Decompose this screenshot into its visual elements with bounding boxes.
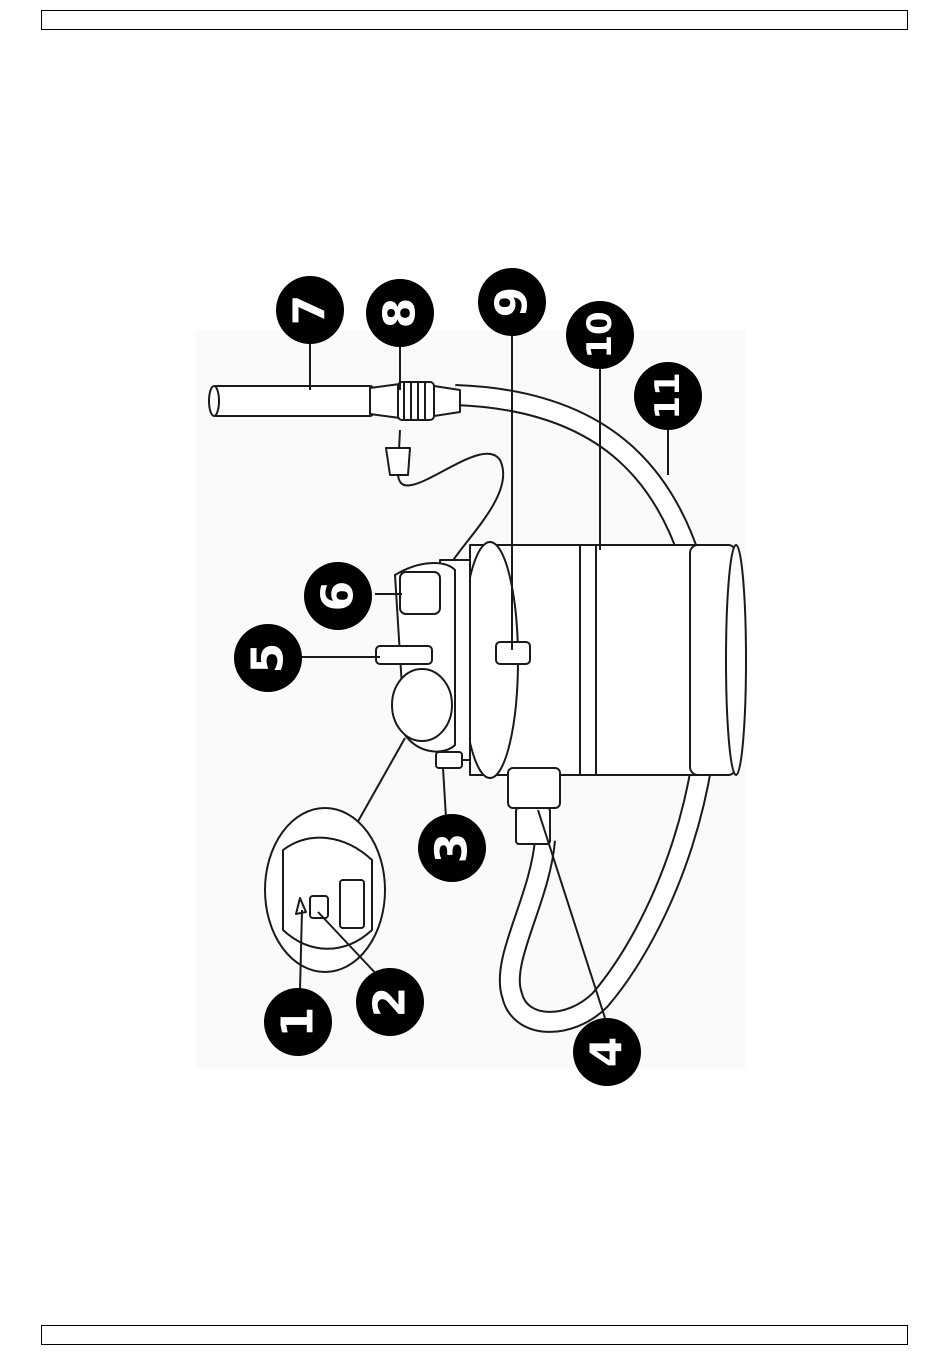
drum-rear-rim (726, 545, 746, 775)
callout-1: 1 (264, 988, 332, 1056)
callout-number: 1 (273, 1007, 324, 1038)
inlet-connector (516, 808, 550, 844)
plug (386, 448, 410, 475)
callout-10: 10 (566, 301, 634, 369)
callout-number: 3 (427, 833, 478, 864)
carry-handle (376, 646, 432, 664)
blower-outlet (400, 572, 440, 614)
callout-number: 9 (487, 287, 538, 318)
callout-2: 2 (356, 968, 424, 1036)
side-latch (436, 752, 462, 768)
extension-tube (213, 386, 373, 416)
zoom-switch (310, 896, 328, 918)
drum-band (580, 545, 596, 775)
hose-inlet (508, 768, 560, 808)
footer-bar (41, 1325, 908, 1345)
callout-6: 6 (304, 562, 372, 630)
switch-housing (392, 669, 452, 741)
callout-number: 2 (365, 987, 416, 1018)
callout-5: 5 (234, 624, 302, 692)
callout-7: 7 (276, 276, 344, 344)
tube-coupler (370, 384, 400, 418)
callout-8: 8 (366, 279, 434, 347)
callout-number: 4 (582, 1037, 633, 1068)
callout-number: 11 (648, 372, 688, 419)
callout-3: 3 (418, 814, 486, 882)
callout-number: 10 (580, 311, 620, 358)
hose-cuff (434, 386, 460, 416)
tube-end (209, 386, 219, 416)
callout-11: 11 (634, 362, 702, 430)
callout-number: 7 (285, 295, 336, 326)
callout-number: 5 (243, 643, 294, 674)
callout-number: 6 (313, 581, 364, 612)
callout-number: 8 (375, 298, 426, 329)
callout-4: 4 (573, 1018, 641, 1086)
callout-9: 9 (478, 268, 546, 336)
